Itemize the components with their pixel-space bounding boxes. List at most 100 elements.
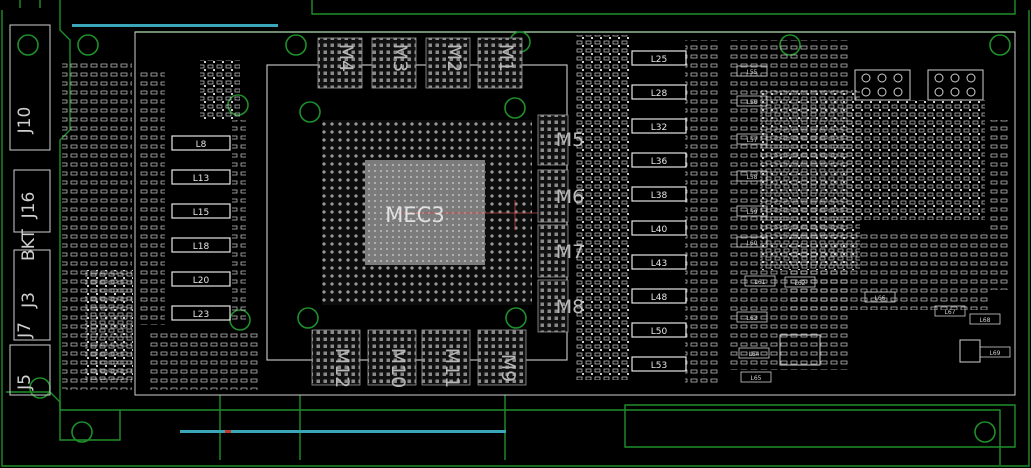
inductor-label: L32	[651, 123, 667, 133]
component-outline	[736, 65, 768, 77]
component-outline	[736, 205, 768, 217]
inductor	[631, 118, 687, 134]
component-label: L68	[980, 317, 991, 324]
memory-chip	[537, 169, 569, 223]
inductor	[171, 203, 231, 219]
component-outline	[979, 346, 1011, 358]
component-label: L66	[875, 295, 886, 302]
component-label: L63	[747, 315, 758, 322]
connector-label: BKT	[19, 228, 39, 260]
inductor	[171, 169, 231, 185]
mounting-hole	[504, 97, 526, 119]
left-vrm	[140, 60, 260, 390]
inductor	[631, 220, 687, 236]
inductor-label: L20	[193, 276, 210, 286]
memory-label: M12	[331, 348, 353, 389]
inductor-label: L40	[651, 225, 668, 235]
component-label: L57	[747, 137, 758, 144]
inductor-label: L13	[193, 174, 209, 184]
inductor	[171, 237, 231, 253]
connector-label: J10	[15, 107, 35, 135]
inductor	[171, 305, 231, 321]
component-label: L55	[747, 69, 758, 76]
gpu-die	[365, 160, 485, 265]
component-outline	[738, 347, 770, 359]
inductor-label: L38	[651, 191, 668, 201]
component-label: L65	[751, 375, 762, 382]
component-outline	[736, 95, 768, 107]
component-label: L61	[755, 279, 766, 286]
memory-label: M10	[387, 348, 409, 389]
inductor	[171, 271, 231, 287]
memory-chip	[537, 279, 569, 333]
component-label: L62	[795, 280, 806, 287]
mounting-hole	[17, 34, 39, 56]
inductor-label: L23	[193, 310, 209, 320]
component-label: L69	[990, 350, 1001, 357]
inductor	[631, 288, 687, 304]
component-label: L56	[747, 99, 758, 106]
inductor-label: L8	[196, 140, 207, 150]
inductor	[631, 186, 687, 202]
connector-label: J3	[19, 292, 39, 309]
inductor-label: L43	[651, 259, 667, 269]
inductor-label: L28	[651, 89, 668, 99]
mounting-hole	[974, 421, 996, 443]
right-component-region	[730, 40, 1008, 370]
component-outline	[784, 276, 816, 288]
mounting-hole	[77, 34, 99, 56]
inductor	[631, 84, 687, 100]
component-outline	[864, 291, 896, 303]
board-frame	[134, 31, 1016, 396]
inductor	[631, 254, 687, 270]
component-label: L64	[749, 351, 760, 358]
memory-chip	[371, 37, 417, 89]
gpu-package: MEC3	[266, 64, 568, 361]
gpu-label: MEC3	[385, 203, 444, 227]
inductor	[171, 135, 231, 151]
connector-label: J16	[19, 192, 39, 220]
mounting-hole	[297, 307, 319, 329]
mounting-hole	[299, 101, 321, 123]
component-label: L59	[747, 209, 758, 216]
memory-chip	[317, 37, 363, 89]
inductor-label: L15	[193, 208, 209, 218]
memory-chip	[421, 329, 471, 386]
memory-label: M2	[443, 44, 465, 72]
inductor-label: L50	[651, 327, 668, 337]
memory-label: M9	[497, 354, 519, 382]
component-outline	[934, 305, 966, 317]
component-label: L67	[945, 309, 956, 316]
connector-label: J5	[15, 374, 35, 391]
mounting-hole	[505, 307, 527, 329]
mounting-hole	[989, 34, 1011, 56]
inductor-label: L18	[193, 242, 210, 252]
component-outline	[736, 236, 768, 248]
memory-chip	[537, 114, 569, 166]
inductor	[631, 322, 687, 338]
memory-label: M3	[389, 44, 411, 72]
component-label: L58	[747, 174, 758, 181]
inductor-label: L25	[651, 55, 667, 65]
memory-chip	[537, 224, 569, 278]
inductor-label: L36	[651, 157, 668, 167]
memory-label: M1	[495, 44, 517, 72]
memory-label: M11	[441, 348, 463, 389]
memory-chip	[477, 329, 527, 386]
component-outline	[736, 170, 768, 182]
inductor	[631, 50, 687, 66]
component-label: L60	[747, 240, 758, 247]
component-outline	[736, 311, 768, 323]
edge-strips	[72, 24, 506, 433]
connector-label: J7	[15, 322, 35, 339]
mounting-hole	[71, 421, 93, 443]
memory-chip	[425, 37, 471, 89]
component-outline	[969, 313, 1001, 325]
right-vrm	[575, 35, 720, 385]
memory-chip	[367, 329, 417, 386]
memory-chip	[477, 37, 523, 89]
component-outline	[744, 275, 776, 287]
mounting-hole	[285, 34, 307, 56]
inductor	[631, 152, 687, 168]
